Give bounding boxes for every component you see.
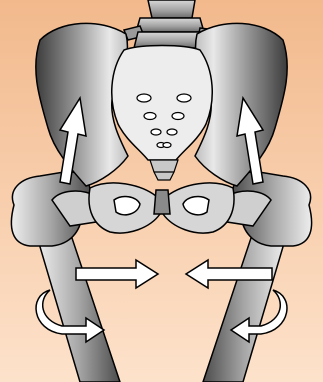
pelvis-diagram: [0, 0, 323, 382]
pelvis-illustration: [0, 0, 323, 382]
